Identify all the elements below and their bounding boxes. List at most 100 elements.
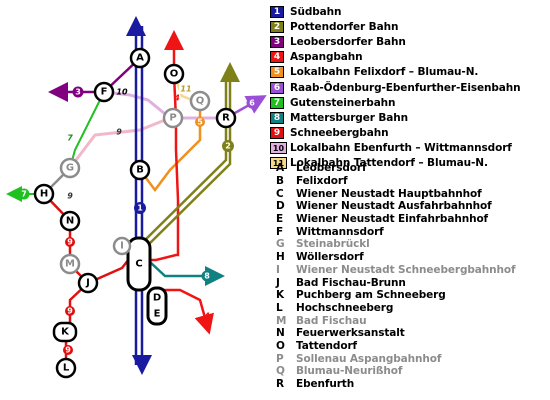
station-r-marker[interactable] xyxy=(215,107,237,129)
line-2-badge xyxy=(222,140,234,152)
station-f-label: F xyxy=(101,87,108,98)
line-11-number: 11 xyxy=(180,85,191,94)
station-l-label: L xyxy=(63,363,70,374)
station-de-marker[interactable] xyxy=(146,286,168,326)
station-legend-name: Blumau-Neurißhof xyxy=(296,365,403,378)
line-legend-badge: 1 xyxy=(270,5,284,18)
line-7-badge xyxy=(18,188,30,200)
station-legend-key: J xyxy=(276,276,280,289)
station-legend-item: Q Blumau-Neurißhof xyxy=(276,365,548,378)
line-5-badge-label: 5 xyxy=(197,118,203,127)
station-legend-key: C xyxy=(276,187,284,200)
station-legend-name: Wiener Neustadt Hauptbahnhof xyxy=(296,187,482,200)
station-b-marker[interactable] xyxy=(129,159,151,181)
station-legend-key: B xyxy=(276,175,285,188)
station-i-label: I xyxy=(120,241,124,252)
station-legend-key: F xyxy=(276,225,284,238)
station-legend-name: Steinabrückl xyxy=(296,238,370,251)
station-m-label: M xyxy=(65,259,75,270)
line-9-badge-k-label: 9 xyxy=(67,307,73,316)
line-2-route xyxy=(139,72,228,246)
station-legend-name: Bad Fischau-Brunn xyxy=(296,276,406,289)
station-legend-name: Felixdorf xyxy=(296,175,348,188)
station-legend-key: Q xyxy=(276,365,285,378)
line-9-number-g: 9 xyxy=(67,192,73,201)
station-j-marker[interactable] xyxy=(77,272,99,294)
station-q-label: Q xyxy=(196,96,205,107)
line-9-number-upper: 9 xyxy=(116,128,122,137)
station-legend-key: E xyxy=(276,213,284,226)
station-legend-name: Hochschneeberg xyxy=(296,301,394,314)
line-10-route xyxy=(103,90,226,120)
line-8-badge-label: 8 xyxy=(204,272,210,281)
station-o-marker[interactable] xyxy=(163,63,185,85)
station-legend-name: Puchberg am Schneeberg xyxy=(296,289,446,302)
line-5-route xyxy=(139,103,202,193)
station-n-marker[interactable] xyxy=(59,210,81,232)
line-legend-name: Mattersburger Bahn xyxy=(290,111,409,124)
station-h-marker[interactable] xyxy=(33,183,55,205)
line-5-badge xyxy=(195,117,205,127)
station-a-marker[interactable] xyxy=(129,47,151,69)
station-m-marker[interactable] xyxy=(59,253,81,275)
line-legend-badge: 11 xyxy=(270,157,287,170)
station-i-marker[interactable] xyxy=(112,236,132,256)
line-1-badge-label: 1 xyxy=(137,204,143,213)
line-7-route xyxy=(69,91,105,169)
station-legend-key: L xyxy=(276,301,283,314)
station-e-label: E xyxy=(154,309,161,320)
line-legend-badge: 8 xyxy=(270,111,284,124)
station-legend-key: N xyxy=(276,327,285,340)
line-4-number-south: 4 xyxy=(203,312,210,321)
station-legend-key: P xyxy=(276,352,284,365)
station-legend-key: G xyxy=(276,238,285,251)
line-4-south xyxy=(160,288,214,335)
line-9-upper-route xyxy=(68,116,171,169)
station-legend-key: O xyxy=(276,339,285,352)
station-legend-item: G Steinabrückl xyxy=(276,238,548,251)
station-legend-item: E Wiener Neustadt Einfahrbahnhof xyxy=(276,213,548,226)
line-legend-name: Aspangbahn xyxy=(290,51,363,64)
line-2-route-b xyxy=(143,62,240,250)
railway-network-map: C D E A F O Q P R B G H N I M J K L 1 2 … xyxy=(6,16,267,379)
station-l-marker[interactable] xyxy=(55,357,77,379)
station-j-label: J xyxy=(85,278,90,289)
station-legend-name: Wittmannsdorf xyxy=(296,225,384,238)
line-legend-badge: 7 xyxy=(270,96,284,109)
station-g-marker[interactable] xyxy=(59,157,81,179)
station-n-label: N xyxy=(66,216,74,227)
station-p-marker[interactable] xyxy=(162,107,184,129)
station-legend-name: Wiener Neustadt Einfahrbahnhof xyxy=(296,213,489,226)
station-legend-key: I xyxy=(276,263,280,276)
station-o-label: O xyxy=(170,69,179,80)
line-3-badge xyxy=(72,86,84,98)
line-legend-item: 8 Mattersburger Bahn xyxy=(270,110,548,125)
station-legend-item: L Hochschneeberg xyxy=(276,302,548,315)
station-c-marker[interactable] xyxy=(126,236,152,292)
line-6-badge xyxy=(246,97,258,109)
line-legend-badge: 9 xyxy=(270,127,284,140)
station-k-marker[interactable] xyxy=(52,321,78,343)
line-11-number-bg xyxy=(179,83,193,94)
station-legend-item: F Wittmannsdorf xyxy=(276,225,548,238)
station-legend-key: H xyxy=(276,251,285,264)
station-q-marker[interactable] xyxy=(189,90,211,112)
station-legend-name: Sollenau Aspangbahnhof xyxy=(296,352,442,365)
station-f-marker[interactable] xyxy=(93,81,115,103)
station-p-label: P xyxy=(169,113,176,124)
line-9-badge-k xyxy=(65,306,75,316)
line-legend-name: Raab-Ödenburg-Ebenfurther-Eisenbahn xyxy=(290,81,521,94)
station-b-label: B xyxy=(136,165,144,176)
line-legend-name: Leobersdorfer Bahn xyxy=(290,35,406,48)
line-8-route xyxy=(149,261,225,286)
